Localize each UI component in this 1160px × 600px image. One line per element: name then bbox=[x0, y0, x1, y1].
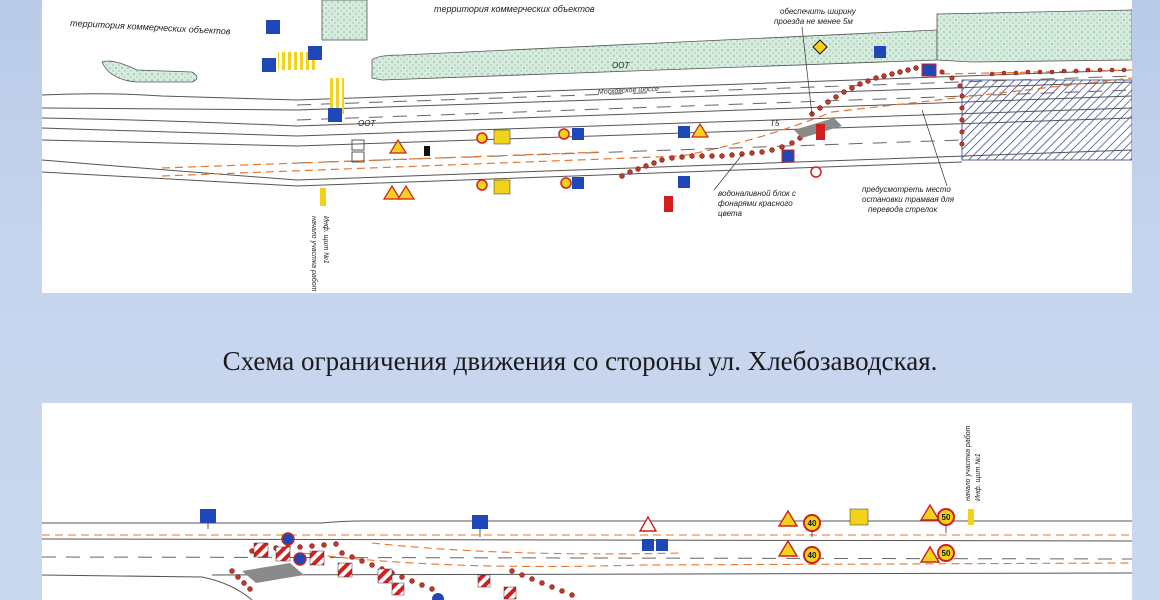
road-lines bbox=[42, 69, 1132, 187]
sign-blue bbox=[572, 128, 584, 140]
sign-striped bbox=[377, 568, 393, 584]
sign-striped bbox=[309, 550, 325, 566]
note-stop-line-2: остановки трамвая для bbox=[862, 195, 955, 204]
sign-warning bbox=[777, 539, 799, 557]
sign-striped bbox=[503, 586, 517, 600]
sign-blue bbox=[308, 46, 322, 60]
lane-dashes bbox=[42, 556, 1132, 560]
sign-posts bbox=[207, 523, 947, 537]
road-name-label: Московское шоссе bbox=[598, 86, 659, 96]
sign-striped bbox=[391, 582, 405, 596]
tram-stop-label: Т5 bbox=[770, 119, 780, 128]
sign-warning bbox=[777, 509, 799, 527]
sign-striped bbox=[664, 196, 673, 212]
green-area bbox=[936, 9, 1132, 63]
sign-blue bbox=[262, 58, 276, 72]
start-work-line-2: Инф. щит №1 bbox=[322, 216, 329, 264]
territory-left-label: территория коммерческих объектов bbox=[70, 18, 231, 36]
sign-info bbox=[351, 151, 365, 163]
sign-blue bbox=[424, 146, 430, 156]
sign-blue bbox=[642, 539, 654, 551]
note-water-line-1: водоналивной блок с bbox=[718, 189, 796, 198]
lane-dashes bbox=[296, 75, 1132, 164]
sign-blue bbox=[678, 176, 690, 188]
start-work-line-1: начало участка работ bbox=[310, 216, 318, 292]
sign-blue bbox=[572, 177, 584, 189]
sign-striped bbox=[253, 542, 269, 558]
note-stop-line-3: перевода стрелок bbox=[868, 205, 938, 214]
road-signs bbox=[200, 503, 974, 600]
territory-center-label: территория коммерческих объектов bbox=[434, 4, 595, 14]
bottom-scheme-panel: 40 40 50 50 начало участка работ Инф. щи… bbox=[42, 403, 1132, 600]
sign-striped bbox=[816, 124, 825, 140]
sign-round bbox=[810, 166, 822, 178]
start-work-line-2: Инф. щит №1 bbox=[975, 453, 982, 501]
sign-yellow bbox=[320, 188, 326, 206]
scheme-caption: Схема ограничения движения со стороны ул… bbox=[222, 346, 938, 376]
green-area bbox=[371, 29, 938, 81]
crosswalk bbox=[330, 78, 344, 114]
note-water-line-2: фонарями красного bbox=[718, 199, 793, 208]
sign-warning bbox=[388, 138, 408, 154]
sign-blue bbox=[266, 20, 280, 34]
detour-lines bbox=[42, 534, 1132, 568]
sign-warning bbox=[919, 545, 941, 563]
sign-round bbox=[281, 532, 295, 546]
sign-blue bbox=[874, 46, 886, 58]
green-area bbox=[101, 60, 198, 83]
sign-yellow bbox=[849, 508, 869, 526]
note-width-line-2: проезда не менее 5м bbox=[774, 17, 853, 26]
sign-blue bbox=[472, 515, 488, 529]
sign-info bbox=[351, 139, 365, 151]
green-area bbox=[321, 0, 368, 41]
oot-label-1: ООТ bbox=[612, 61, 630, 70]
oot-label-2: ООТ bbox=[358, 119, 376, 128]
note-width-line-1: обеспечить ширину bbox=[780, 7, 857, 16]
note-water-line-3: цвета bbox=[718, 209, 743, 218]
sign-speed bbox=[476, 179, 488, 191]
speed-limit-sign: 40 bbox=[803, 514, 821, 532]
speed-limit-sign: 40 bbox=[803, 546, 821, 564]
sign-warning bbox=[919, 503, 941, 521]
sign-striped bbox=[275, 546, 291, 562]
speed-limit-value: 50 bbox=[942, 513, 951, 522]
sign-round bbox=[293, 552, 307, 566]
speed-limit-value: 50 bbox=[942, 549, 951, 558]
road-signs bbox=[262, 20, 937, 212]
sign-striped bbox=[921, 63, 937, 77]
sign-diamond bbox=[812, 39, 828, 55]
speed-limit-sign: 50 bbox=[937, 508, 955, 526]
road-lines bbox=[42, 520, 1132, 600]
sign-blue bbox=[328, 108, 342, 122]
sign-warning bbox=[382, 184, 402, 200]
bottom-scheme-drawing: 40 40 50 50 начало участка работ Инф. щи… bbox=[42, 425, 1132, 600]
sign-speed bbox=[558, 128, 570, 140]
hatched-zone bbox=[961, 79, 1132, 161]
sign-striped bbox=[337, 562, 353, 578]
sign-yellow bbox=[493, 129, 511, 145]
work-zone bbox=[242, 563, 304, 583]
speed-limit-value: 40 bbox=[808, 551, 817, 560]
speed-limit-value: 40 bbox=[808, 519, 817, 528]
sign-warning bbox=[396, 184, 416, 200]
speed-limit-sign: 50 bbox=[937, 544, 955, 562]
sign-blue bbox=[200, 509, 216, 523]
note-stop-line-1: предусмотреть место bbox=[862, 185, 951, 194]
sign-speed bbox=[476, 132, 488, 144]
sign-warning bbox=[638, 515, 658, 532]
sign-striped bbox=[781, 149, 795, 163]
sign-speed bbox=[560, 177, 572, 189]
sign-warning bbox=[690, 122, 710, 138]
sign-yellow bbox=[968, 509, 974, 525]
sign-striped bbox=[477, 574, 491, 588]
sign-blue bbox=[678, 126, 690, 138]
sign-blue bbox=[656, 539, 668, 551]
top-scheme-drawing: территория коммерческих объектов террито… bbox=[42, 0, 1132, 292]
sign-round bbox=[432, 593, 444, 600]
sign-yellow bbox=[493, 179, 511, 195]
top-scheme-panel: территория коммерческих объектов террито… bbox=[42, 0, 1132, 293]
start-work-line-1: начало участка работ bbox=[964, 425, 972, 501]
